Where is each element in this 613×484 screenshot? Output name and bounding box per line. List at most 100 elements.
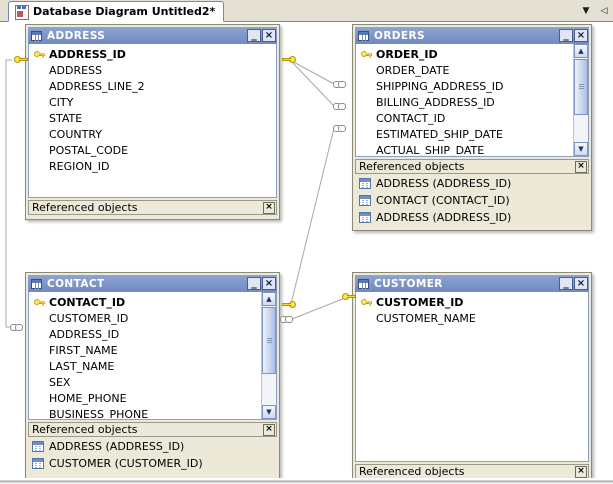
column-row[interactable]: CUSTOMER_ID — [356, 294, 588, 310]
minimize-button[interactable]: _ — [559, 29, 573, 42]
diagram-canvas[interactable]: ADDRESS _ × ADDRESS_ID ADDRESS — [0, 22, 613, 484]
minimize-button[interactable]: _ — [247, 277, 261, 290]
column-name: CUSTOMER_NAME — [376, 311, 476, 325]
scroll-up-button[interactable]: ▲ — [574, 44, 588, 58]
scrollbar-thumb[interactable] — [574, 59, 588, 115]
primary-key-icon — [33, 48, 46, 61]
column-row[interactable]: ESTIMATED_SHIP_DATE — [356, 126, 588, 142]
column-name: HOME_PHONE — [49, 391, 127, 405]
column-row[interactable]: ADDRESS_LINE_2 — [29, 78, 276, 94]
column-row[interactable]: FIRST_NAME — [29, 342, 276, 358]
referenced-objects-bar[interactable]: Referenced objects × — [28, 422, 277, 437]
column-list-panel[interactable]: ADDRESS_ID ADDRESS ADDRESS_LINE_2 CITY — [28, 44, 277, 198]
tab-database-diagram[interactable]: Database Diagram Untitled2* — [8, 1, 225, 22]
minimize-button[interactable]: _ — [247, 29, 261, 42]
scroll-down-button[interactable]: ▼ — [574, 142, 588, 156]
column-name: CONTACT_ID — [49, 295, 126, 309]
column-name: REGION_ID — [49, 159, 110, 173]
referenced-objects-close-icon[interactable]: × — [575, 160, 587, 173]
column-list-panel[interactable]: CONTACT_ID CUSTOMER_ID ADDRESS_ID FIRST_… — [28, 292, 277, 420]
column-row[interactable]: ORDER_ID — [356, 46, 588, 62]
referenced-objects-close-icon[interactable]: × — [263, 201, 275, 214]
table-title-bar[interactable]: ORDERS _ × — [355, 27, 589, 44]
close-button[interactable]: × — [262, 29, 276, 42]
column-name: CUSTOMER_ID — [49, 311, 129, 325]
column-row[interactable]: ADDRESS — [29, 62, 276, 78]
relationship-key-endpoint-address-right[interactable] — [281, 55, 297, 64]
referenced-objects-close-icon[interactable]: × — [575, 465, 587, 478]
table-icon — [359, 195, 371, 206]
list-item[interactable]: ADDRESS (ADDRESS_ID) — [28, 438, 277, 455]
editor-tab-strip: Database Diagram Untitled2* ▼ ◁ — [0, 0, 613, 22]
table-icon — [31, 278, 42, 289]
column-row[interactable]: CONTACT_ID — [356, 110, 588, 126]
column-row[interactable]: LAST_NAME — [29, 358, 276, 374]
column-row[interactable]: ADDRESS_ID — [29, 46, 276, 62]
column-row[interactable]: CUSTOMER_NAME — [356, 310, 588, 326]
referenced-objects-bar[interactable]: Referenced objects × — [28, 200, 277, 215]
relationship-link-endpoint-orders-1[interactable] — [333, 80, 349, 89]
table-title-bar[interactable]: CUSTOMER _ × — [355, 275, 589, 292]
column-list-scrollbar[interactable]: ▲ ▼ — [261, 292, 276, 419]
relationship-key-endpoint-customer-left[interactable] — [341, 292, 357, 301]
referenced-objects-close-icon[interactable]: × — [263, 423, 275, 436]
tab-list-dropdown-icon[interactable]: ▼ — [582, 6, 590, 16]
relationship-link-endpoint-contact-right[interactable] — [280, 315, 296, 324]
list-item[interactable]: CONTACT (CONTACT_ID) — [355, 192, 589, 209]
list-item[interactable]: ADDRESS (ADDRESS_ID) — [355, 175, 589, 192]
column-row[interactable]: STATE — [29, 110, 276, 126]
table-title-bar[interactable]: ADDRESS _ × — [28, 27, 277, 44]
referenced-object-label: ADDRESS (ADDRESS_ID) — [376, 211, 512, 224]
referenced-object-label: CUSTOMER (CUSTOMER_ID) — [49, 457, 203, 470]
referenced-objects-label: Referenced objects — [32, 201, 138, 214]
relationship-key-endpoint-address-left[interactable] — [13, 55, 29, 64]
column-row[interactable]: CITY — [29, 94, 276, 110]
close-button[interactable]: × — [262, 277, 276, 290]
referenced-objects-bar[interactable]: Referenced objects × — [355, 464, 589, 479]
column-row[interactable]: SHIPPING_ADDRESS_ID — [356, 78, 588, 94]
column-row[interactable]: ACTUAL_SHIP_DATE — [356, 142, 588, 157]
table-window-address[interactable]: ADDRESS _ × ADDRESS_ID ADDRESS — [25, 24, 280, 220]
tab-scroll-left-icon[interactable]: ◁ — [600, 6, 608, 16]
table-title-bar[interactable]: CONTACT _ × — [28, 275, 277, 292]
referenced-objects-bar[interactable]: Referenced objects × — [355, 159, 589, 174]
column-list-scrollbar[interactable]: ▲ ▼ — [573, 44, 588, 156]
referenced-objects-label: Referenced objects — [359, 465, 465, 478]
close-button[interactable]: × — [574, 277, 588, 290]
table-window-customer[interactable]: CUSTOMER _ × CUSTOMER_ID CUSTOMER_NAME — [352, 272, 592, 484]
column-name: POSTAL_CODE — [49, 143, 129, 157]
column-list-panel[interactable]: CUSTOMER_ID CUSTOMER_NAME — [355, 292, 589, 462]
column-row[interactable]: CUSTOMER_ID — [29, 310, 276, 326]
relationship-link-endpoint-orders-2[interactable] — [333, 102, 349, 111]
column-row[interactable]: ADDRESS_ID — [29, 326, 276, 342]
scroll-up-button[interactable]: ▲ — [262, 292, 276, 306]
column-row[interactable]: HOME_PHONE — [29, 390, 276, 406]
relationship-link-endpoint-orders-3[interactable] — [333, 124, 349, 133]
column-icon-slot — [33, 312, 46, 325]
column-icon-slot — [33, 80, 46, 93]
scrollbar-thumb[interactable] — [262, 307, 276, 374]
relationship-key-endpoint-contact-right[interactable] — [281, 300, 297, 309]
column-list: ORDER_ID ORDER_DATE SHIPPING_ADDRESS_ID … — [356, 44, 588, 157]
table-window-orders[interactable]: ORDERS _ × ORDER_ID ORDER_DATE — [352, 24, 592, 231]
column-row[interactable]: COUNTRY — [29, 126, 276, 142]
column-row[interactable]: BUSINESS_PHONE — [29, 406, 276, 420]
minimize-button[interactable]: _ — [559, 277, 573, 290]
column-name: ORDER_DATE — [376, 63, 450, 77]
table-window-contact[interactable]: CONTACT _ × CONTACT_ID CUSTOMER_ID — [25, 272, 280, 484]
column-row[interactable]: BILLING_ADDRESS_ID — [356, 94, 588, 110]
list-item[interactable]: ADDRESS (ADDRESS_ID) — [355, 209, 589, 226]
relationship-link-endpoint-contact-left[interactable] — [10, 323, 26, 332]
column-row[interactable]: ORDER_DATE — [356, 62, 588, 78]
close-button[interactable]: × — [574, 29, 588, 42]
scroll-down-button[interactable]: ▼ — [262, 405, 276, 419]
column-name: COUNTRY — [49, 127, 102, 141]
column-row[interactable]: SEX — [29, 374, 276, 390]
primary-key-icon — [360, 296, 373, 309]
table-name: CONTACT — [47, 277, 105, 290]
column-row[interactable]: POSTAL_CODE — [29, 142, 276, 158]
column-row[interactable]: CONTACT_ID — [29, 294, 276, 310]
column-list-panel[interactable]: ORDER_ID ORDER_DATE SHIPPING_ADDRESS_ID … — [355, 44, 589, 157]
list-item[interactable]: CUSTOMER (CUSTOMER_ID) — [28, 455, 277, 472]
column-row[interactable]: REGION_ID — [29, 158, 276, 174]
